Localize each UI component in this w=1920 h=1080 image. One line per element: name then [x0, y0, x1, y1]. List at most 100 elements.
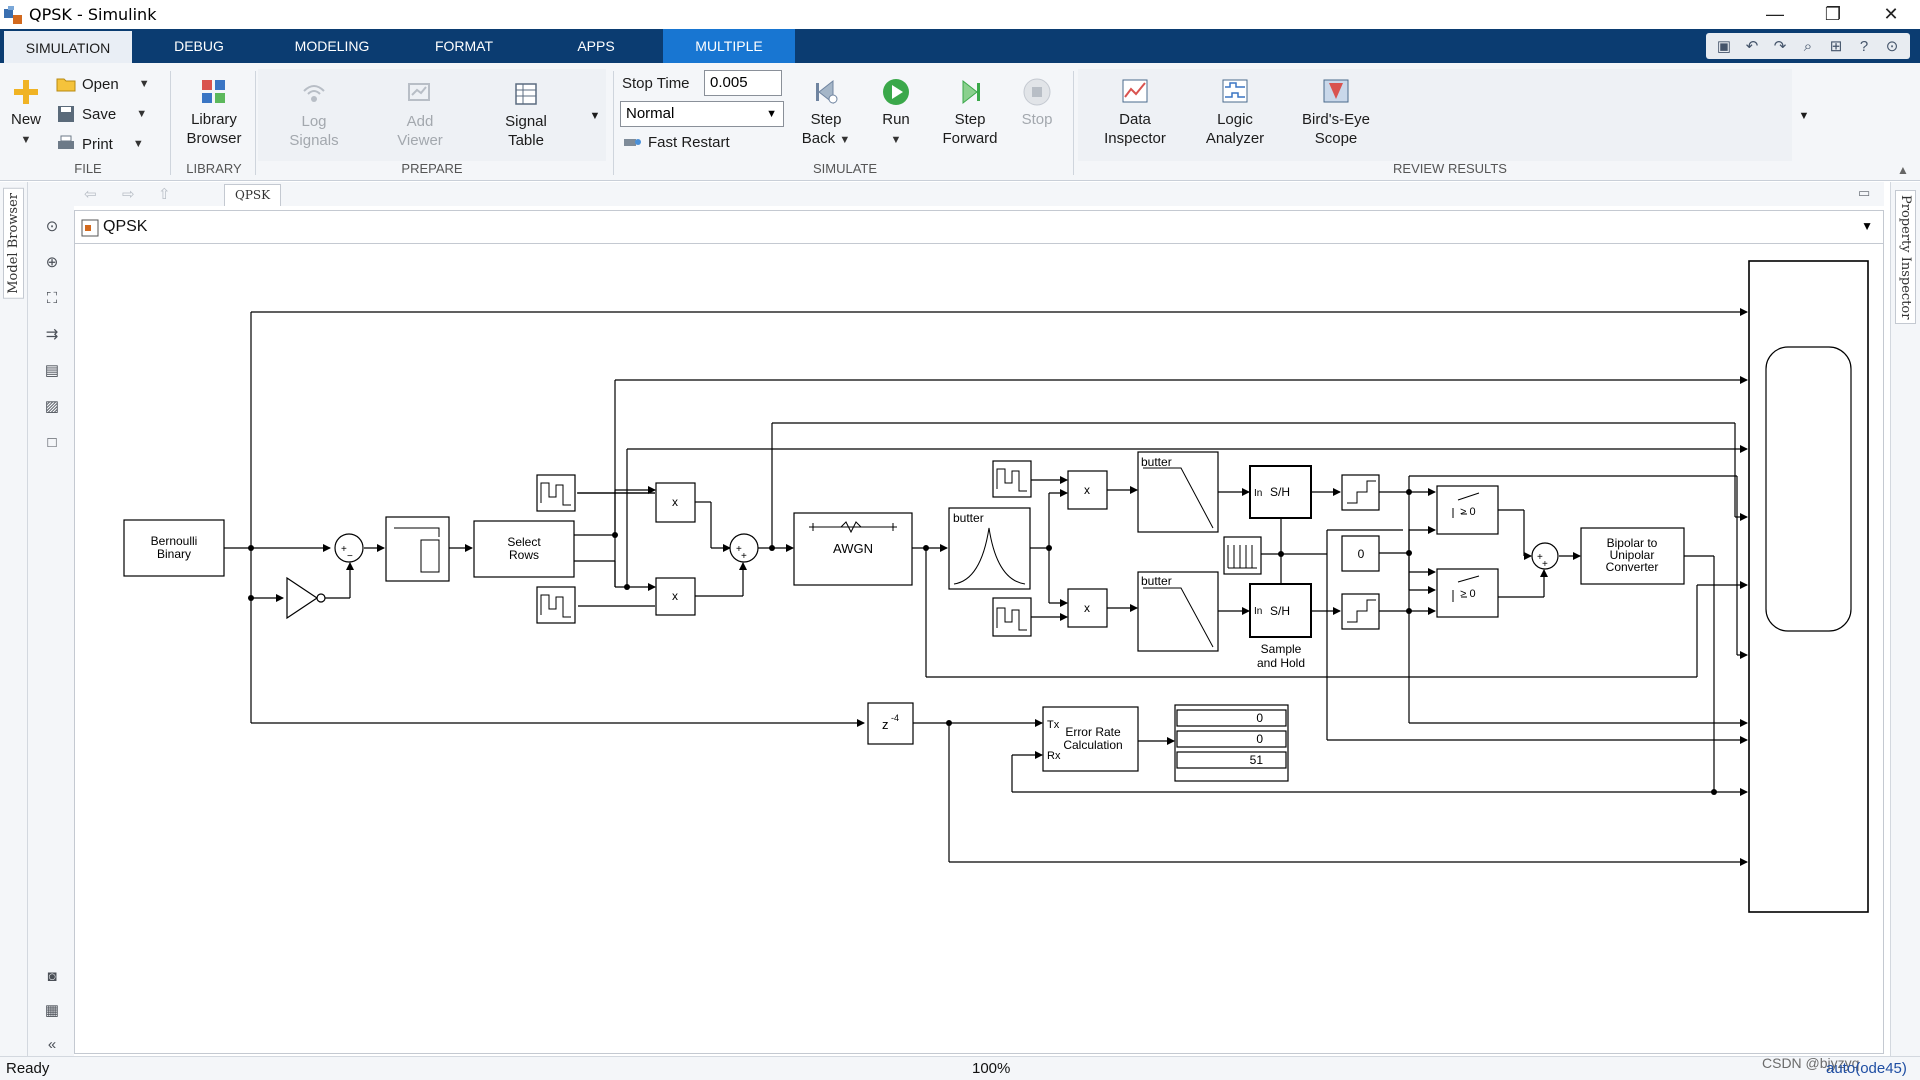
product-text-4: x	[1084, 601, 1090, 615]
minimize-button[interactable]: —	[1766, 4, 1784, 24]
zoom-options-icon[interactable]: ⊞	[1829, 38, 1843, 55]
sample-hold-block-1[interactable]	[1249, 465, 1312, 519]
collapse-palette-icon[interactable]: «	[47, 1035, 57, 1053]
product-text-1: x	[672, 495, 678, 509]
tab-apps[interactable]: APPS	[577, 38, 615, 54]
model-view-icon[interactable]: ▦	[44, 1002, 60, 1019]
awgn-channel-block[interactable]	[793, 512, 913, 586]
stop-icon	[1023, 78, 1051, 106]
breadcrumb[interactable]: QPSK	[224, 184, 282, 206]
sh-in-text-2: In	[1254, 606, 1262, 617]
zoom-level[interactable]: 100%	[972, 1060, 1011, 1077]
collapse-ribbon-icon[interactable]: ⊙	[1885, 38, 1899, 55]
fit-to-view-icon[interactable]: ⛶	[46, 289, 58, 307]
tab-multiple[interactable]: MULTIPLE	[663, 29, 795, 63]
product-block-1[interactable]	[655, 482, 696, 523]
hide-explorer-icon[interactable]: ▭	[1858, 185, 1871, 200]
group-divider	[255, 71, 256, 175]
property-inspector-tab[interactable]: Property Inspector	[1895, 190, 1916, 325]
search-icon[interactable]: ⌕	[1803, 37, 1813, 55]
logic-analyzer-icon	[1222, 79, 1248, 103]
step-back-label-2: Back	[801, 130, 836, 147]
run-label: Run	[882, 111, 910, 128]
tab-format[interactable]: FORMAT	[434, 38, 494, 54]
restore-button[interactable]: ❐	[1824, 4, 1842, 24]
integer-delay-block[interactable]	[867, 702, 914, 745]
model-canvas[interactable]: Bernoulli Binary Select Rows x x x x AWG…	[74, 244, 1884, 1054]
product-text-2: x	[672, 589, 678, 603]
sample-hold-block-2[interactable]	[1249, 583, 1312, 638]
error-rate-block[interactable]	[1042, 706, 1139, 772]
sum-block-1[interactable]	[334, 533, 364, 563]
run-button[interactable]: Run▼	[868, 77, 924, 150]
title-bar: QPSK - Simulink — ❐ ✕	[0, 0, 1920, 29]
bernoulli-binary-block[interactable]	[123, 519, 225, 577]
zoom-icon[interactable]: ⊕	[45, 254, 59, 271]
lowpass-response-icon-2	[1143, 587, 1214, 648]
back-arrow-icon[interactable]: ⇦	[84, 186, 97, 203]
bipolar-text-2: Unipolar	[1610, 548, 1655, 562]
tab-debug[interactable]: DEBUG	[174, 38, 224, 54]
arrow-connect-icon[interactable]: ⇉	[45, 326, 59, 343]
bandpass-filter-block[interactable]	[948, 507, 1031, 590]
solver-link[interactable]: auto(ode45)	[1826, 1060, 1907, 1077]
constant-zero-block[interactable]	[1341, 535, 1380, 572]
ribbon-collapse-icon[interactable]: ▲	[1897, 163, 1909, 177]
simulation-mode-value: Normal	[626, 105, 675, 122]
image-icon[interactable]: ▨	[44, 398, 60, 415]
hide-show-browser-icon[interactable]: ⊙	[45, 218, 59, 235]
redo-icon[interactable]: ↷	[1773, 38, 1787, 55]
new-button[interactable]: New▼	[6, 77, 46, 150]
new-label: New	[10, 111, 41, 128]
switch-block-1[interactable]	[1436, 485, 1499, 535]
review-gallery-expand[interactable]: ▼	[1798, 110, 1810, 122]
buffer-block[interactable]	[385, 516, 450, 582]
sum-sign-minus: −	[347, 551, 353, 562]
undo-icon[interactable]: ↶	[1745, 38, 1759, 55]
select-rows-block[interactable]	[473, 520, 575, 578]
screenshot-icon[interactable]: ◙	[47, 967, 57, 985]
prepare-gallery-expand[interactable]: ▼	[589, 110, 601, 122]
sum-sign-plus: +	[341, 544, 347, 555]
product-block-3[interactable]	[1067, 470, 1108, 510]
chevron-down-icon[interactable]: ▼	[1861, 219, 1873, 233]
tab-modeling[interactable]: MODELING	[294, 38, 370, 54]
area-icon[interactable]: □	[47, 433, 57, 451]
help-icon[interactable]: ?	[1859, 37, 1869, 55]
bipolar-to-unipolar-block[interactable]	[1580, 527, 1685, 585]
simulation-mode-select[interactable]: Normal ▼	[620, 101, 784, 127]
sample-hold-caption-1: Sample	[1261, 642, 1302, 656]
gain-block[interactable]	[286, 576, 319, 620]
lowpass-filter-block-1[interactable]	[1137, 451, 1219, 533]
product-block-2[interactable]	[655, 577, 696, 616]
print-button[interactable]: Print▼	[56, 135, 144, 153]
address-path[interactable]: QPSK	[103, 218, 148, 235]
switch-block-2[interactable]	[1436, 568, 1499, 618]
stop-time-input[interactable]: 0.005	[704, 70, 782, 96]
fast-restart-button[interactable]: Fast Restart	[622, 133, 730, 151]
close-button[interactable]: ✕	[1883, 4, 1899, 24]
save-button[interactable]: Save▼	[56, 105, 147, 123]
save-caret-icon: ▼	[136, 108, 148, 120]
lowpass-filter-block-2[interactable]	[1137, 571, 1219, 652]
model-browser-tab[interactable]: Model Browser	[3, 188, 24, 299]
sum-block-3[interactable]	[1531, 542, 1559, 570]
save-quick-icon[interactable]: ▣	[1716, 38, 1732, 55]
forward-arrow-icon[interactable]: ⇨	[122, 186, 135, 203]
sum-block-2[interactable]	[729, 533, 759, 563]
stop-button[interactable]: Stop	[1012, 77, 1062, 129]
annotation-icon[interactable]: ▤	[44, 362, 60, 379]
open-button[interactable]: Open▼	[56, 75, 150, 93]
tab-simulation[interactable]: SIMULATION	[4, 29, 132, 63]
up-arrow-icon[interactable]: ⇧	[158, 186, 171, 203]
product-block-4[interactable]	[1067, 588, 1108, 628]
